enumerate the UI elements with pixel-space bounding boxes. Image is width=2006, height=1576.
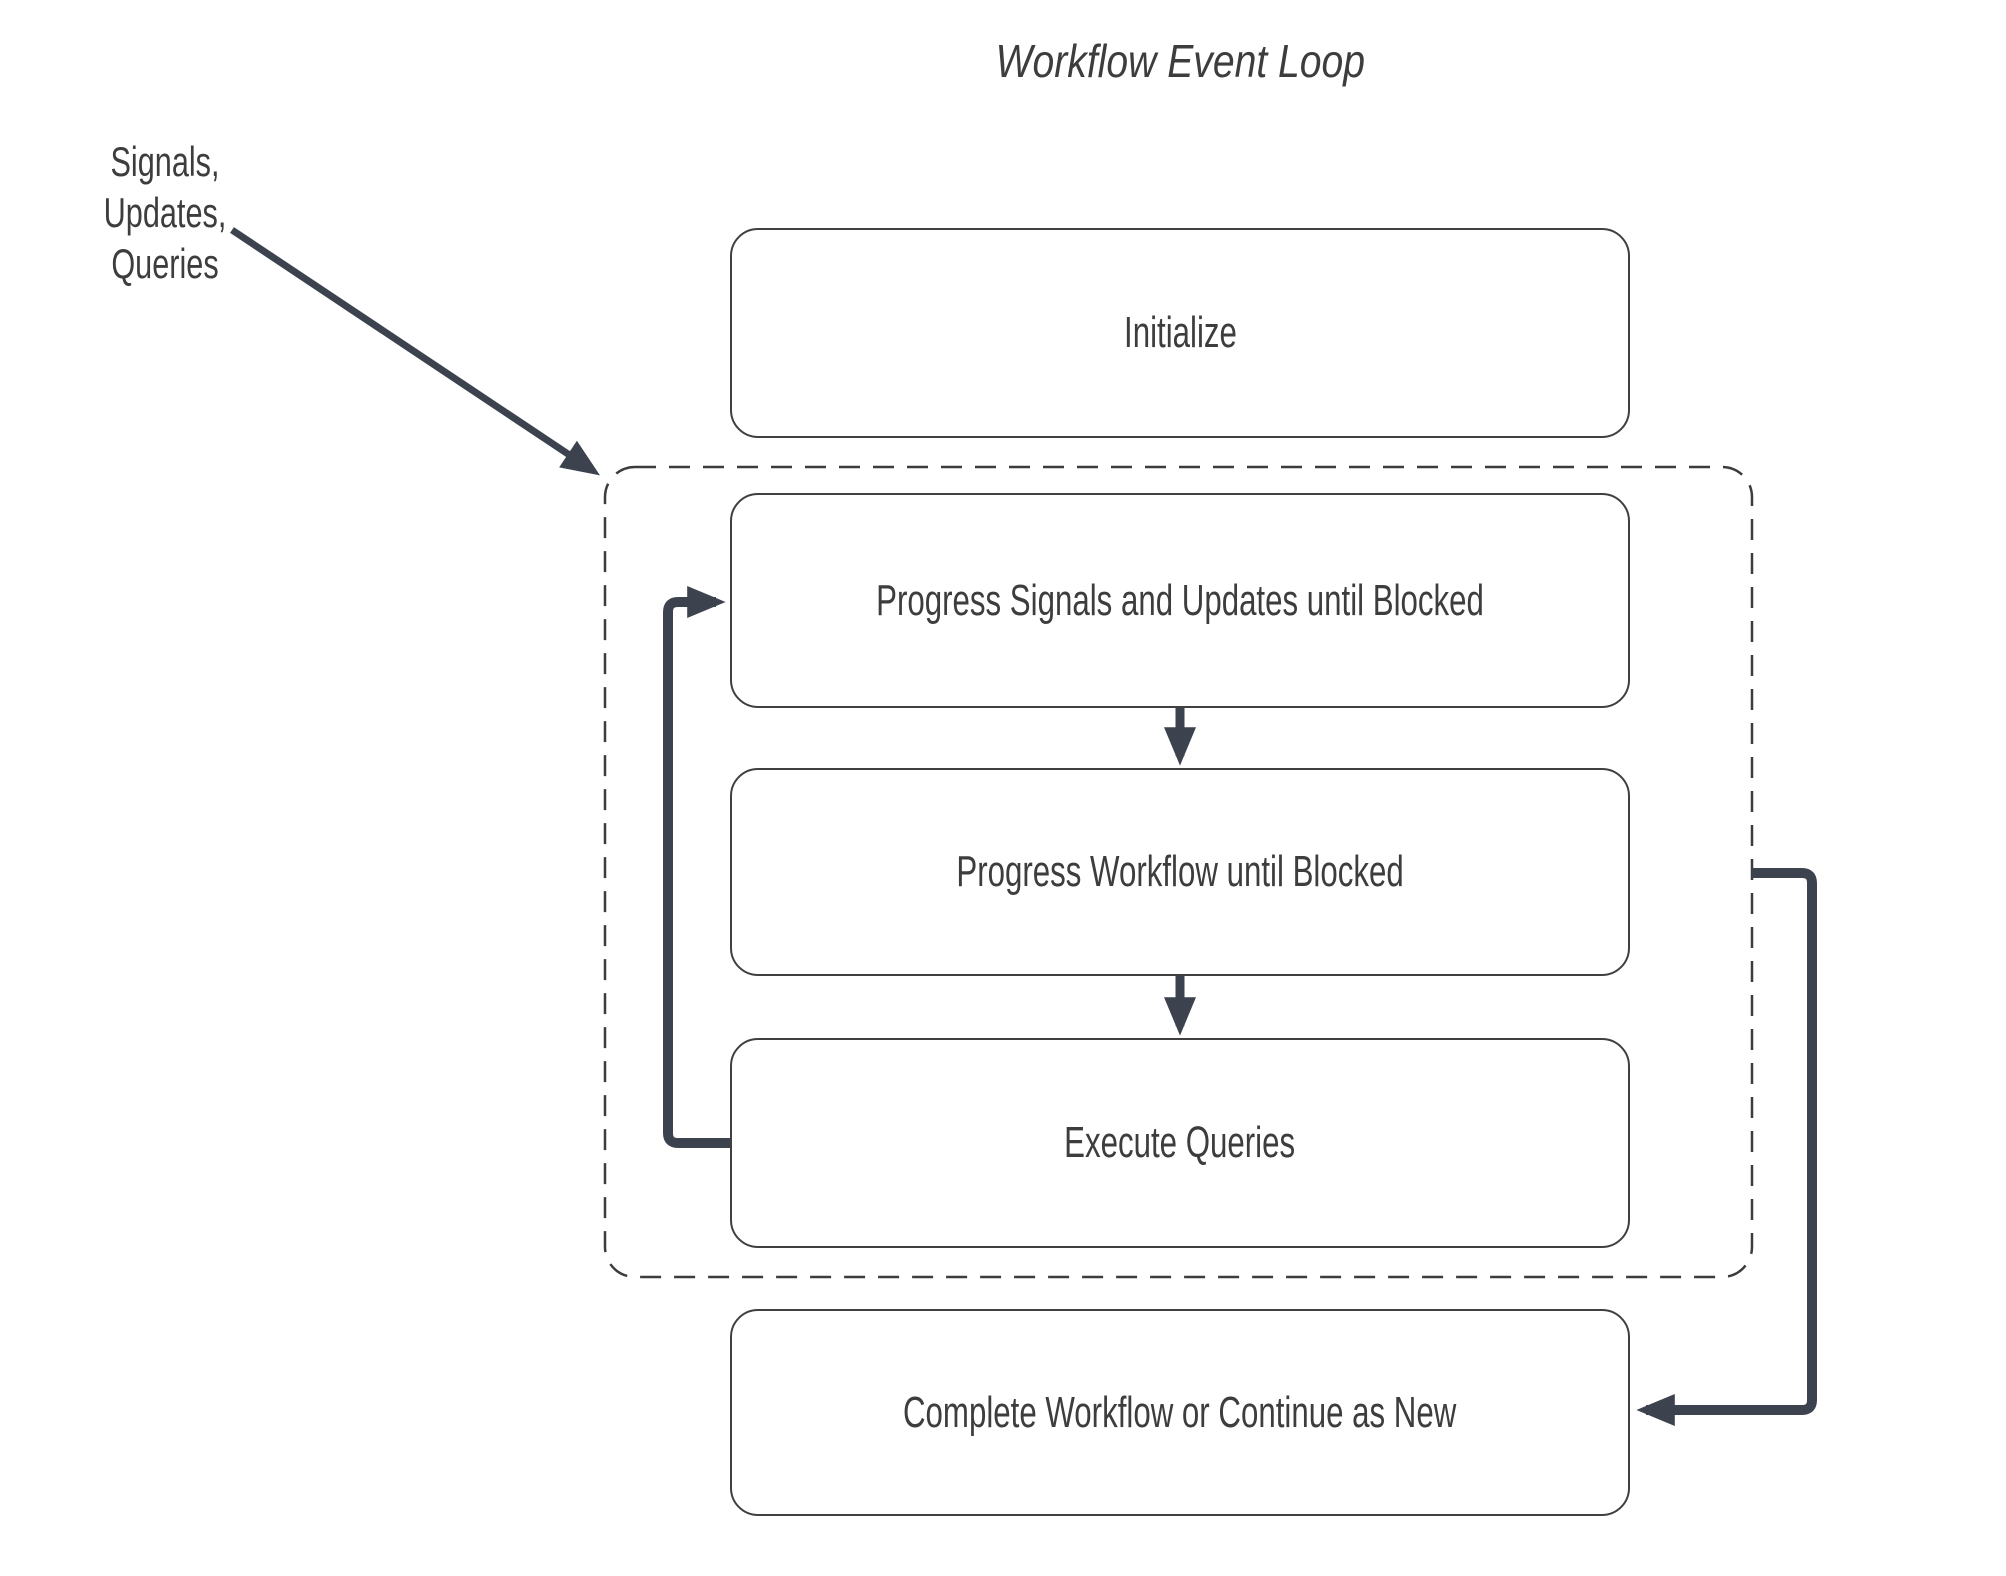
node-initialize: Initialize [730,228,1630,438]
node-execute-queries-label: Execute Queries [1064,1118,1296,1167]
node-progress-signals-and-updates: Progress Signals and Updates until Block… [730,493,1630,708]
signals-input-arrow [230,227,600,476]
diagram-title: Workflow Event Loop [730,34,1630,88]
node-execute-queries: Execute Queries [730,1038,1630,1248]
signals-updates-queries-label: Signals, Updates, Queries [103,138,227,288]
node-complete-workflow-label: Complete Workflow or Continue as New [903,1387,1457,1437]
node-complete-workflow: Complete Workflow or Continue as New [730,1309,1630,1516]
node-progress-signals-label: Progress Signals and Updates until Block… [876,575,1484,625]
diagram-title-text: Workflow Event Loop [995,35,1365,87]
node-progress-workflow: Progress Workflow until Blocked [730,768,1630,976]
arrow-queries-loop-back [663,586,730,1148]
node-progress-workflow-label: Progress Workflow until Blocked [956,847,1404,896]
arrow-group-to-complete [1636,868,1817,1426]
node-initialize-label: Initialize [1123,308,1237,357]
